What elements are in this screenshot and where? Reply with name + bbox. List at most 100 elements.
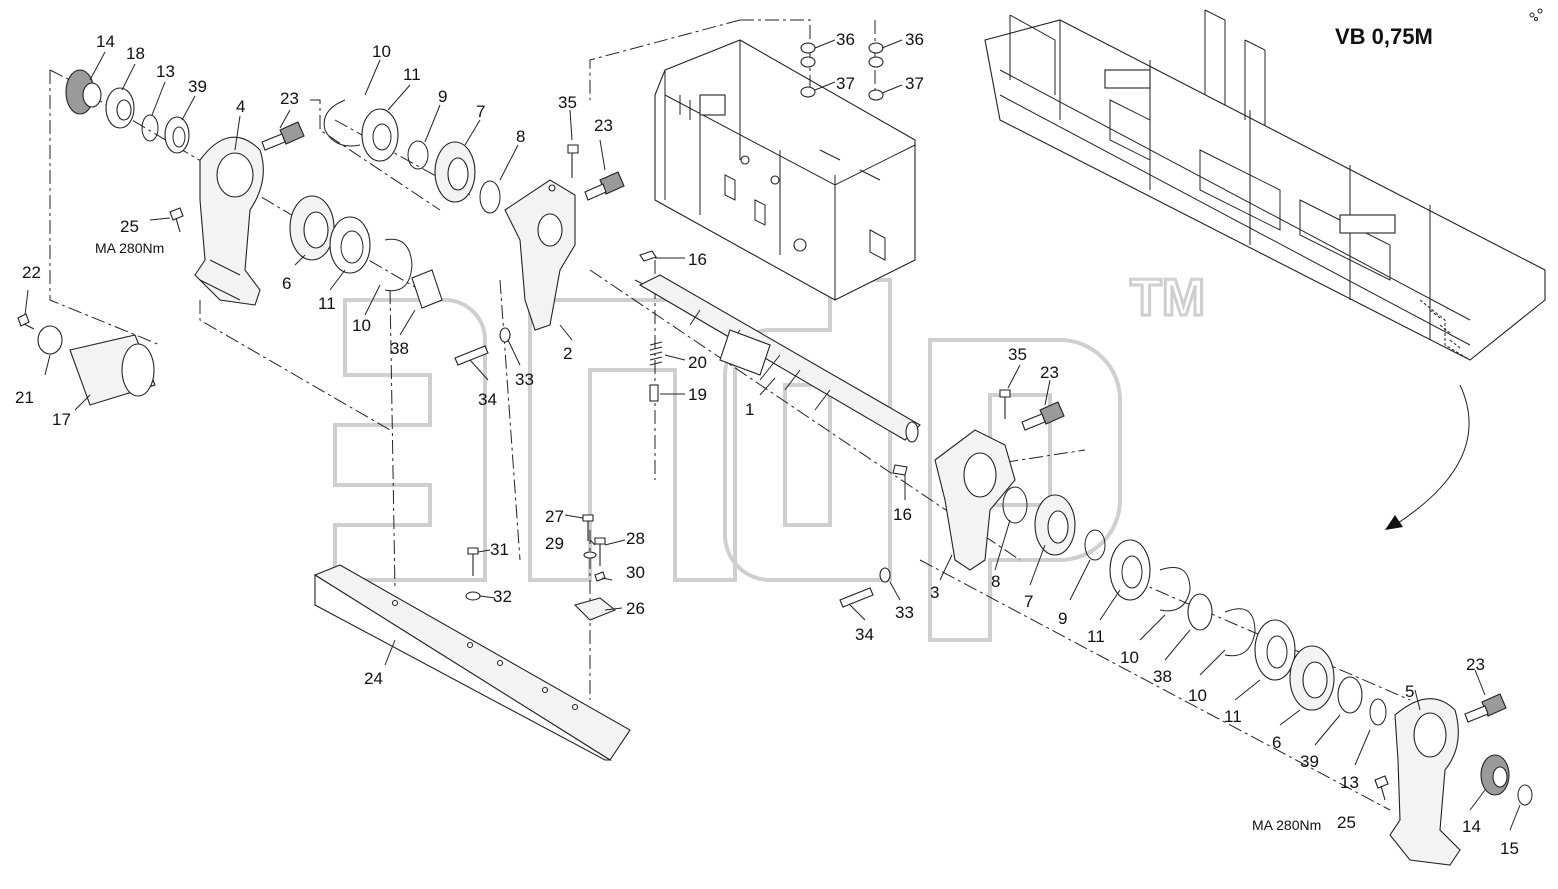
circlip-part-15 <box>1517 784 1533 806</box>
nut-part-36a <box>800 42 816 54</box>
model-label: VB 0,75M <box>1335 24 1433 49</box>
callout-1: 1 <box>745 400 754 419</box>
nuts-group <box>800 42 884 101</box>
callout-9a: 9 <box>438 87 447 106</box>
callout-23c: 23 <box>1040 363 1059 382</box>
bolt-part-34b <box>839 587 874 608</box>
callout-7a: 7 <box>476 102 485 121</box>
callout-18: 18 <box>126 44 145 63</box>
callout-34b: 34 <box>855 625 874 644</box>
callout-26: 26 <box>626 599 645 618</box>
callout-32: 32 <box>493 587 512 606</box>
callout-16b: 16 <box>893 505 912 524</box>
screw-part-22 <box>17 313 35 330</box>
callout-8a: 8 <box>516 127 525 146</box>
callout-10c: 10 <box>1120 648 1139 667</box>
callout-14b: 14 <box>1462 817 1481 836</box>
circlip-part-10c <box>1159 567 1191 612</box>
callout-36b: 36 <box>905 30 924 49</box>
callout-23a: 23 <box>280 89 299 108</box>
callout-11b: 11 <box>403 65 421 84</box>
seal-part-11b <box>361 108 399 162</box>
callout-5: 5 <box>1405 682 1414 701</box>
callout-39a: 39 <box>188 77 207 96</box>
callout-38a: 38 <box>390 339 409 358</box>
nut-part-32 <box>465 591 481 601</box>
callout-10d: 10 <box>1188 686 1207 705</box>
callout-33a: 33 <box>515 370 534 389</box>
housing-part-2 <box>504 179 576 331</box>
ring-part-8a <box>479 180 501 214</box>
callout-14a: 14 <box>96 32 115 51</box>
callout-28: 28 <box>626 529 645 548</box>
watermark-tm: TM <box>1130 269 1205 327</box>
callout-15: 15 <box>1500 839 1519 858</box>
machine-frame-block <box>654 39 916 301</box>
bolt-part-25b <box>1374 775 1389 801</box>
callout-8b: 8 <box>991 572 1000 591</box>
callout-22: 22 <box>22 263 41 282</box>
leader-lines <box>24 39 1521 831</box>
callout-7b: 7 <box>1024 592 1033 611</box>
callout-10a: 10 <box>352 316 371 335</box>
block-part-26 <box>573 597 617 621</box>
key-part-16a <box>639 250 657 262</box>
rail-part-24 <box>313 564 631 761</box>
callout-2: 2 <box>563 344 572 363</box>
seal-part-11d <box>1254 619 1296 681</box>
callout-33b: 33 <box>895 603 914 622</box>
pin-part-19 <box>649 384 659 402</box>
key-part-16b <box>892 464 908 476</box>
callout-24: 24 <box>364 669 383 688</box>
callout-3: 3 <box>930 583 939 602</box>
callout-labels: 14 18 13 39 4 23 25 MA 280Nm 22 21 17 10… <box>15 30 1519 858</box>
washer-part-21 <box>37 325 63 355</box>
bolt-part-25a <box>169 207 184 233</box>
ring-part-9b <box>1084 529 1106 561</box>
callout-6a: 6 <box>282 274 291 293</box>
bushing-part-17 <box>69 334 156 406</box>
callout-29: 29 <box>545 534 564 553</box>
torque-label-left: MA 280Nm <box>95 240 164 256</box>
ring-part-39b <box>1337 676 1363 714</box>
callout-16a: 16 <box>688 250 707 269</box>
torque-label-right: MA 280Nm <box>1252 817 1321 833</box>
callout-11a: 11 <box>318 294 336 313</box>
callout-38b: 38 <box>1153 667 1172 686</box>
seal-part-11a <box>329 216 371 274</box>
callout-17: 17 <box>52 410 71 429</box>
bolt-part-35a <box>567 144 579 178</box>
bearing-part-6a <box>289 195 335 261</box>
nut-part-37a <box>800 86 816 98</box>
sensor-part-23a <box>261 121 305 151</box>
callout-39b: 39 <box>1300 752 1319 771</box>
callout-35a: 35 <box>558 93 577 112</box>
corner-mark-icon <box>1529 8 1543 21</box>
callout-11c: 11 <box>1087 627 1105 646</box>
bolt-part-27 <box>582 514 594 541</box>
spring-part-20 <box>649 341 663 366</box>
ring-part-9a <box>407 140 429 170</box>
callout-4: 4 <box>236 97 245 116</box>
callout-30: 30 <box>626 563 645 582</box>
circlip-part-13 <box>141 114 159 142</box>
ring-part-39 <box>164 116 190 154</box>
circlip-part-10d <box>1224 608 1256 657</box>
sleeve-part-38a <box>411 269 443 309</box>
washer-part-29 <box>583 551 597 559</box>
nut-part-36b <box>868 42 884 54</box>
callout-37a: 37 <box>836 74 855 93</box>
bottom-parts <box>313 514 631 761</box>
nut-part-37b <box>868 89 884 101</box>
housing-arm-part-4 <box>194 136 264 306</box>
housing-arm-part-5 <box>1389 698 1461 866</box>
nut-part-30 <box>594 571 606 582</box>
callout-25b: 25 <box>1337 813 1356 832</box>
circlip-part-10a <box>384 238 413 292</box>
callout-23b: 23 <box>594 116 613 135</box>
callout-21: 21 <box>15 388 34 407</box>
callout-36a: 36 <box>836 30 855 49</box>
housing-part-3 <box>934 429 1016 571</box>
washer-part-33a <box>499 327 511 343</box>
